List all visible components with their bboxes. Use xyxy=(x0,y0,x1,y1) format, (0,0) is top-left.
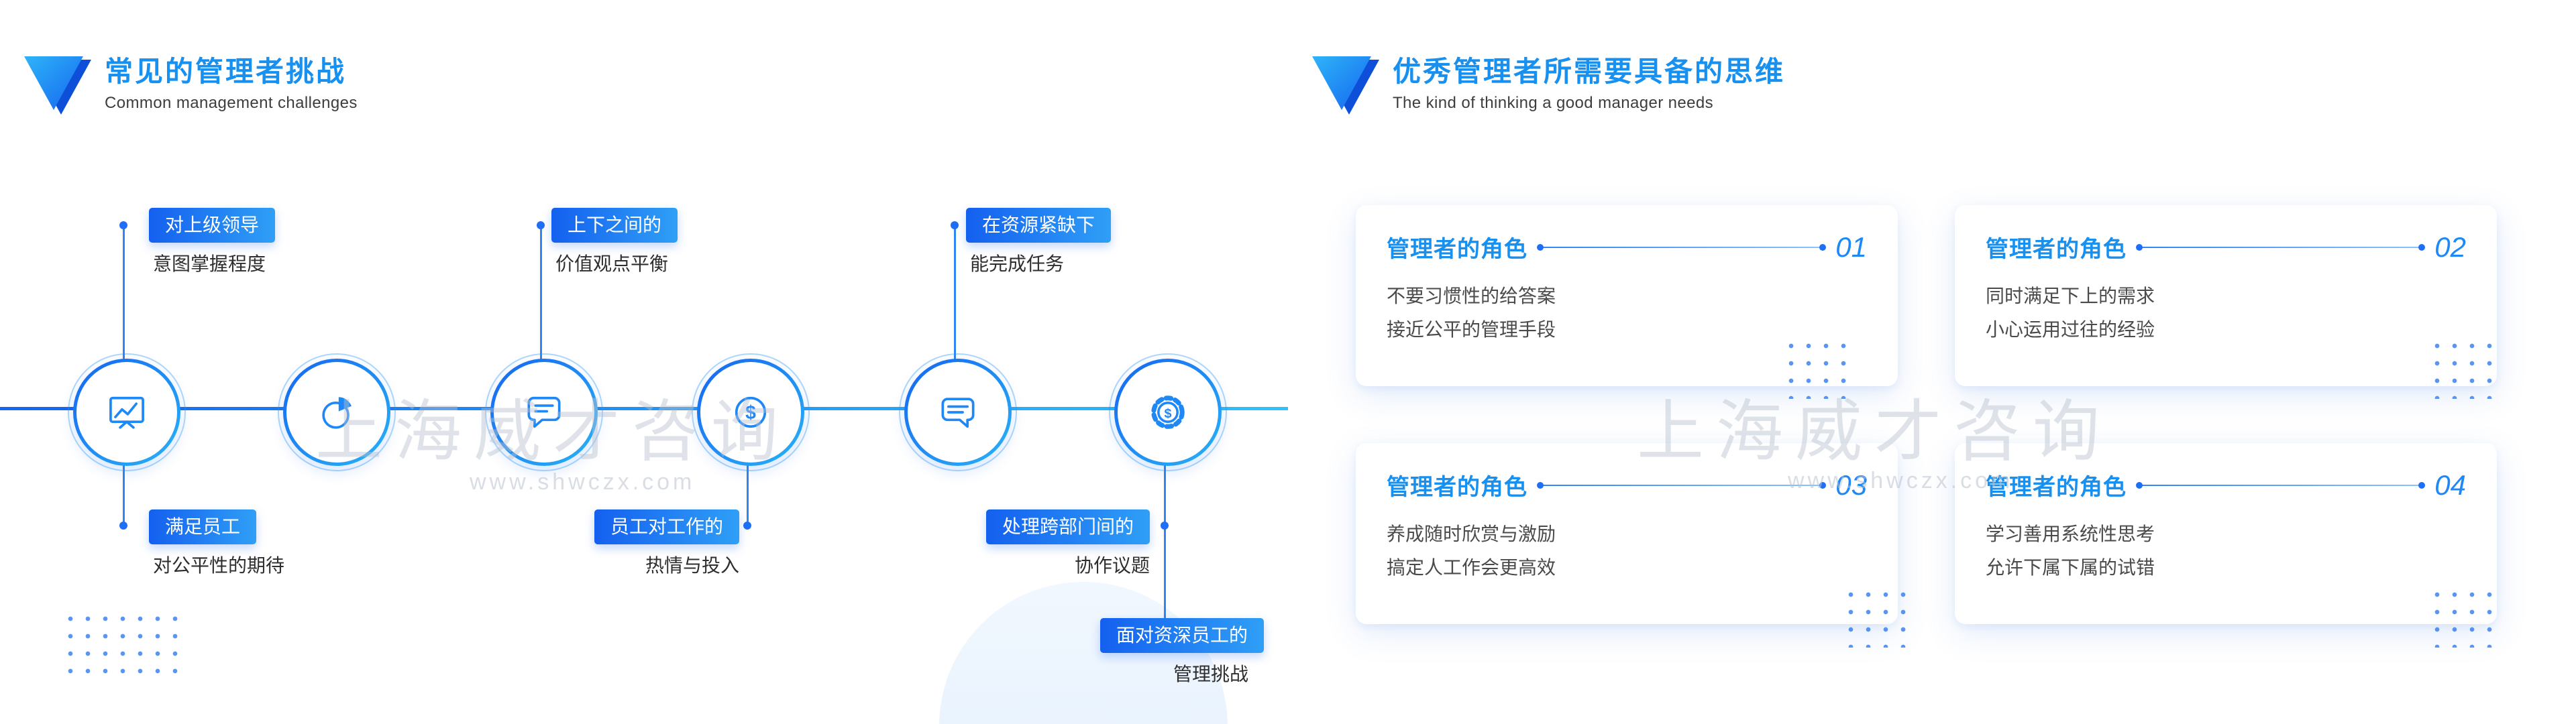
card-text-line: 接近公平的管理手段 xyxy=(1387,319,1556,341)
card-text-line: 同时满足下上的需求 xyxy=(1986,286,2155,306)
challenge-badge: 处理跨部门间的 xyxy=(985,509,1150,544)
dot-pattern xyxy=(1782,337,1856,399)
connector-line xyxy=(123,225,125,359)
right-slide: 优秀管理者所需要具备的思维 The kind of thinking a goo… xyxy=(1288,0,2576,724)
watermark-url: www.shwczx.com xyxy=(470,469,696,495)
thinking-card-4: 管理者的角色 04 学习善用系统性思考 允许下属下属的试错 xyxy=(1955,443,2497,624)
card-text-line: 小心运用过往的经验 xyxy=(1986,319,2155,341)
connector-line xyxy=(954,225,956,359)
left-slide-header: 常见的管理者挑战 Common management challenges xyxy=(24,56,358,115)
card-title: 管理者的角色 xyxy=(1986,237,2127,262)
svg-text:$: $ xyxy=(745,402,756,424)
triangle-logo-icon xyxy=(1312,56,1379,115)
card-text-line: 搞定人工作会更高效 xyxy=(1387,557,1556,579)
svg-text:$: $ xyxy=(1164,406,1171,421)
dot-pattern xyxy=(62,610,184,680)
card-number: 02 xyxy=(2434,231,2466,263)
card-head: 管理者的角色 03 xyxy=(1387,469,1867,501)
thinking-card-2: 管理者的角色 02 同时满足下上的需求 小心运用过往的经验 xyxy=(1955,205,2497,386)
challenge-desc: 对公平性的期待 xyxy=(153,555,285,576)
timeline-axis xyxy=(0,407,1288,410)
challenge-desc: 能完成任务 xyxy=(970,253,1065,274)
left-slide: 常见的管理者挑战 Common management challenges 上海… xyxy=(0,56,1288,684)
card-number: 03 xyxy=(1835,469,1867,501)
connector-dot xyxy=(119,522,127,530)
card-head: 管理者的角色 02 xyxy=(1986,231,2466,263)
right-slide-subtitle: The kind of thinking a good manager need… xyxy=(1393,94,1714,113)
left-slide-title: 常见的管理者挑战 xyxy=(105,56,347,87)
card-text-line: 允许下属下属的试错 xyxy=(1986,557,2155,579)
timeline-node-3 xyxy=(485,353,603,471)
card-text-line: 养成随时欣赏与激励 xyxy=(1387,524,1556,544)
connector-line xyxy=(1164,460,1166,636)
timeline-node-5 xyxy=(899,353,1017,471)
challenge-badge: 上下之间的 xyxy=(551,208,678,243)
challenge-desc: 意图掌握程度 xyxy=(153,253,266,274)
card-text-line: 学习善用系统性思考 xyxy=(1986,524,2155,544)
connector-dot xyxy=(537,221,545,229)
connector-line xyxy=(747,460,749,524)
card-number: 01 xyxy=(1835,231,1867,263)
card-connector-line xyxy=(1536,243,1827,251)
timeline-node-1 xyxy=(68,353,186,471)
card-connector-line xyxy=(1536,481,1827,489)
thinking-card-3: 管理者的角色 03 养成随时欣赏与激励 搞定人工作会更高效 xyxy=(1356,443,1898,624)
right-slide-header: 优秀管理者所需要具备的思维 The kind of thinking a goo… xyxy=(1312,56,1785,115)
challenge-desc: 协作议题 xyxy=(1074,555,1150,576)
challenge-badge: 在资源紧缺下 xyxy=(966,208,1112,243)
right-title-block: 优秀管理者所需要具备的思维 The kind of thinking a goo… xyxy=(1393,56,1785,113)
card-title: 管理者的角色 xyxy=(1986,475,2127,500)
left-title-block: 常见的管理者挑战 Common management challenges xyxy=(105,56,358,113)
connector-dot xyxy=(743,522,751,530)
gear-dollar-icon: $ xyxy=(1151,396,1185,429)
dot-pattern xyxy=(2428,337,2502,399)
connector-dot xyxy=(951,221,959,229)
card-head: 管理者的角色 04 xyxy=(1986,469,2466,501)
card-head: 管理者的角色 01 xyxy=(1387,231,1867,263)
timeline-node-2 xyxy=(278,353,396,471)
challenge-desc: 热情与投入 xyxy=(645,555,739,576)
challenge-desc: 管理挑战 xyxy=(1173,664,1248,684)
connector-line xyxy=(123,460,125,524)
connector-dot xyxy=(119,221,127,229)
challenge-badge: 面对资深员工的 xyxy=(1100,618,1265,653)
right-slide-title: 优秀管理者所需要具备的思维 xyxy=(1393,56,1786,87)
report-comment-icon xyxy=(527,396,561,428)
connector-dot xyxy=(1161,522,1169,530)
chat-icon xyxy=(941,398,975,428)
card-text: 同时满足下上的需求 小心运用过往的经验 xyxy=(1986,280,2466,347)
card-connector-line xyxy=(2135,481,2426,489)
card-title: 管理者的角色 xyxy=(1387,475,1527,500)
dot-pattern xyxy=(1842,586,1916,648)
challenge-desc: 价值观点平衡 xyxy=(555,253,669,274)
pie-chart-icon xyxy=(322,397,352,429)
timeline-node-4: $ xyxy=(692,353,810,471)
card-text: 不要习惯性的给答案 接近公平的管理手段 xyxy=(1387,280,1867,347)
card-connector-line xyxy=(2135,243,2426,251)
challenge-badge: 员工对工作的 xyxy=(594,509,739,544)
card-title: 管理者的角色 xyxy=(1387,237,1527,262)
presentation-chart-icon xyxy=(109,396,144,429)
dot-pattern xyxy=(2428,586,2502,648)
dollar-icon: $ xyxy=(735,396,767,428)
challenge-badge: 对上级领导 xyxy=(149,208,276,243)
challenge-badge: 满足员工 xyxy=(149,509,257,544)
left-slide-subtitle: Common management challenges xyxy=(105,94,358,113)
triangle-logo-icon xyxy=(24,56,91,115)
card-number: 04 xyxy=(2434,469,2466,501)
card-text-line: 不要习惯性的给答案 xyxy=(1387,286,1556,306)
connector-line xyxy=(540,225,542,359)
card-text: 学习善用系统性思考 允许下属下属的试错 xyxy=(1986,518,2466,585)
card-text: 养成随时欣赏与激励 搞定人工作会更高效 xyxy=(1387,518,1867,585)
timeline-node-6: $ xyxy=(1109,353,1227,471)
